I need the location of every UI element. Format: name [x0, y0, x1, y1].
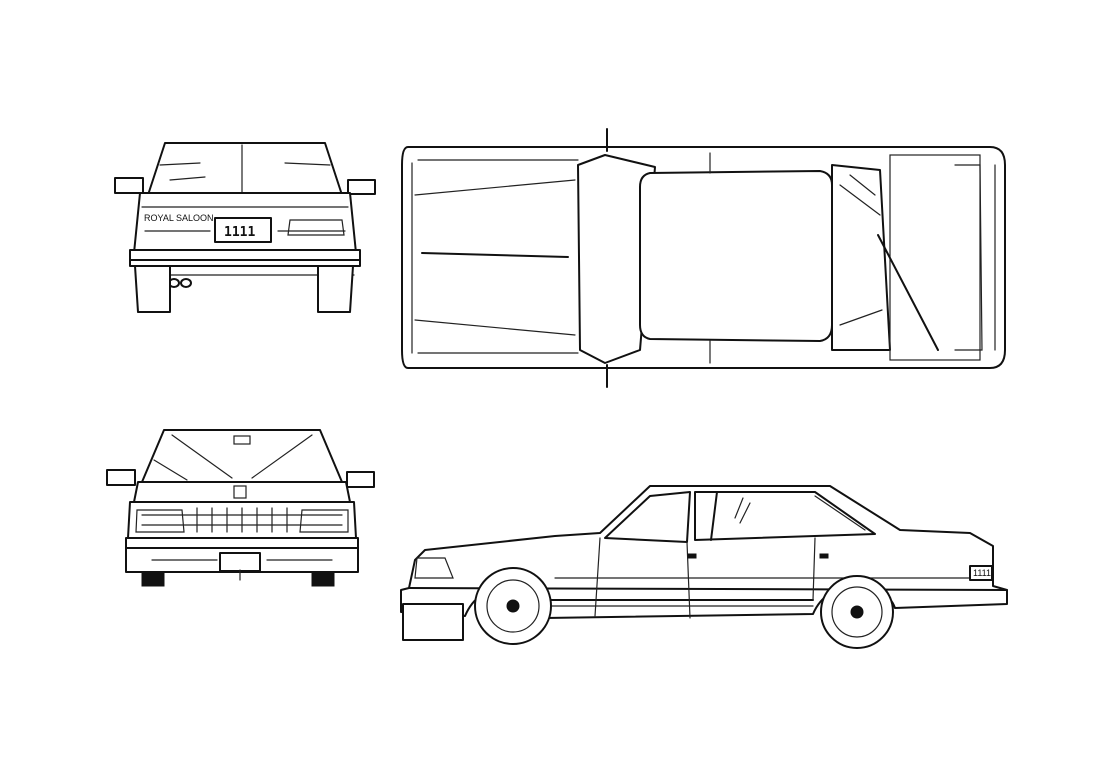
rear-wheel [820, 575, 894, 649]
roof [639, 170, 833, 342]
front-left-mirror [106, 469, 136, 486]
top-view: FC [400, 125, 1015, 390]
rear-window-top [831, 164, 891, 351]
front-view-drawing [106, 429, 375, 587]
windshield [577, 154, 656, 364]
rear-view-drawing: ROYAL SALOON 1111 [114, 142, 376, 313]
top-view-drawing: FC [401, 128, 1006, 388]
side-window-front [604, 491, 691, 543]
rear-view: ROYAL SALOON 1111 [110, 135, 380, 320]
front-hood [133, 481, 351, 503]
rear-left-wheel [134, 265, 171, 313]
front-view [102, 420, 382, 595]
front-license-plate [219, 552, 261, 572]
rear-license-plate [214, 217, 272, 243]
right-mirror [347, 179, 376, 195]
left-mirror [114, 177, 144, 194]
front-right-mirror [346, 471, 375, 488]
rear-plate-text: 1111 [224, 225, 255, 240]
front-wheel [474, 567, 552, 645]
rear-plate-side-text: 1111 [973, 568, 991, 578]
side-view-drawing: 1111 [400, 485, 1008, 649]
rear-plate-side [969, 565, 993, 581]
rear-bumper [129, 249, 361, 267]
front-windshield [141, 429, 343, 483]
front-mudguard [402, 603, 464, 641]
side-view: 1111 [395, 478, 1015, 653]
rear-right-wheel [317, 265, 354, 313]
rear-badge: ROYAL SALOON [144, 213, 214, 223]
rear-window [147, 142, 343, 196]
